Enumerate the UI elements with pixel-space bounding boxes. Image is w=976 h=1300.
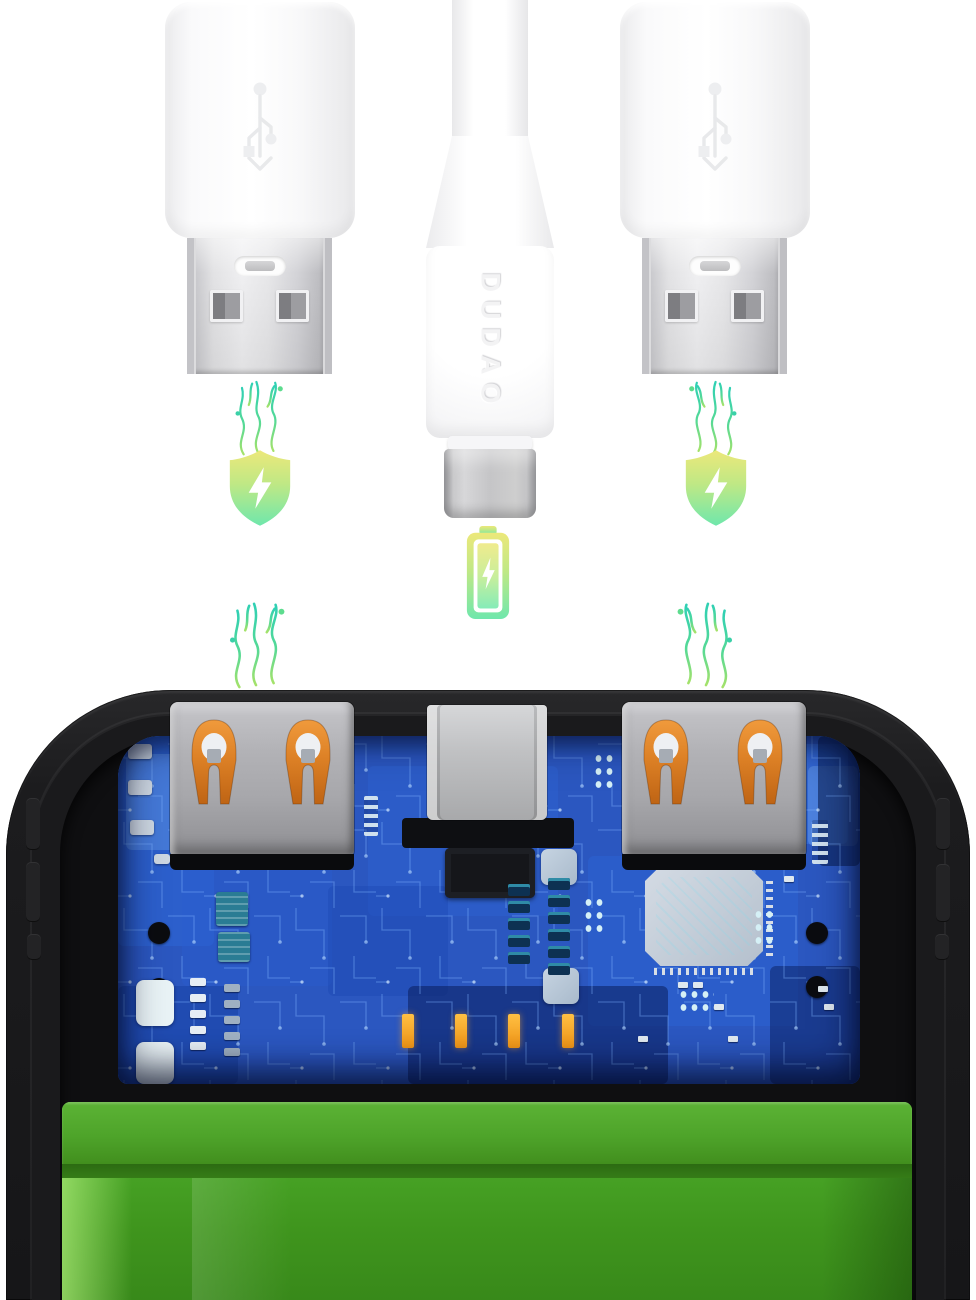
energy-waves-icon xyxy=(225,597,289,689)
port-contact-prong xyxy=(282,714,334,808)
port-contact-prong xyxy=(734,714,786,808)
gold-pad xyxy=(562,1014,574,1048)
screw-hole xyxy=(806,976,828,998)
shield-lightning-icon xyxy=(227,448,293,528)
battery-crease xyxy=(62,1164,912,1178)
usb-a-plug-right xyxy=(620,2,810,238)
battery-cells xyxy=(62,1178,912,1300)
side-ridge xyxy=(936,864,950,922)
gold-pad xyxy=(508,1014,520,1048)
usb-a-plug-left xyxy=(165,2,355,238)
usb-a-connector-metal-right xyxy=(642,238,787,374)
cable-wire xyxy=(452,0,528,138)
side-ridge xyxy=(26,798,40,850)
shield-lightning-icon xyxy=(683,448,749,528)
pcb-component xyxy=(136,1042,174,1084)
battery-shade xyxy=(822,1178,912,1300)
usb-c-port xyxy=(427,705,547,820)
contact-window xyxy=(276,290,309,322)
usb-a-port-left xyxy=(170,702,354,856)
port-shadow xyxy=(622,854,806,870)
qfp-chip xyxy=(645,866,763,966)
capacitor xyxy=(128,744,152,759)
contact-window xyxy=(731,290,764,322)
resistor xyxy=(678,982,688,988)
chip xyxy=(218,932,250,962)
dot-grid xyxy=(753,908,777,948)
side-ridge xyxy=(27,934,41,960)
dot-grid xyxy=(593,752,617,792)
resistor xyxy=(818,986,828,992)
usb-a-port-right xyxy=(622,702,806,856)
battery-top-face xyxy=(62,1102,912,1164)
brand-text: DUDAO xyxy=(475,272,506,412)
pad-ladder xyxy=(364,796,378,836)
dot-grid xyxy=(678,988,714,1014)
resistor xyxy=(728,1036,738,1042)
battery-charging-icon xyxy=(465,526,511,620)
contact-capsule-hole xyxy=(688,256,741,276)
usb-c-port-base xyxy=(402,818,574,848)
resistor xyxy=(638,1036,648,1042)
resistor xyxy=(693,982,703,988)
resistor xyxy=(714,1004,724,1010)
capacitor xyxy=(128,780,152,795)
pcb-component xyxy=(136,980,174,1026)
contact-window xyxy=(210,290,243,322)
energy-waves-icon xyxy=(684,376,742,456)
pad-column xyxy=(508,884,530,969)
battery-pack xyxy=(62,1102,912,1300)
dot-grid xyxy=(583,896,607,936)
chip xyxy=(216,892,248,926)
pad-ladder xyxy=(812,820,828,864)
cable-neck xyxy=(426,136,554,248)
energy-waves-icon xyxy=(673,597,737,689)
capacitor-ladder xyxy=(224,984,240,1064)
capacitor xyxy=(130,820,154,835)
usb-c-tip xyxy=(444,449,536,518)
side-ridge xyxy=(26,862,40,922)
cable-collar xyxy=(448,436,532,450)
port-contact-prong xyxy=(188,714,240,808)
pad-column xyxy=(548,878,570,980)
screw-hole xyxy=(806,922,828,944)
port-shadow xyxy=(170,854,354,870)
resistor xyxy=(784,876,794,882)
capacitor xyxy=(154,854,170,864)
gold-pad xyxy=(402,1014,414,1048)
contact-window xyxy=(665,290,698,322)
usb-a-connector-metal-left xyxy=(187,238,332,374)
screw-hole xyxy=(148,922,170,944)
capacitor-ladder xyxy=(190,978,206,1058)
gold-pad xyxy=(455,1014,467,1048)
contact-capsule-hole xyxy=(233,256,286,276)
side-ridge xyxy=(935,934,949,960)
chip-pins xyxy=(654,968,754,975)
usb-trident-icon xyxy=(690,80,740,172)
side-ridge xyxy=(936,798,950,850)
energy-waves-icon xyxy=(230,376,288,456)
port-contact-prong xyxy=(640,714,692,808)
usb-trident-icon xyxy=(235,80,285,172)
usb-c-cable-head: DUDAO xyxy=(426,246,554,438)
resistor xyxy=(824,1004,834,1010)
